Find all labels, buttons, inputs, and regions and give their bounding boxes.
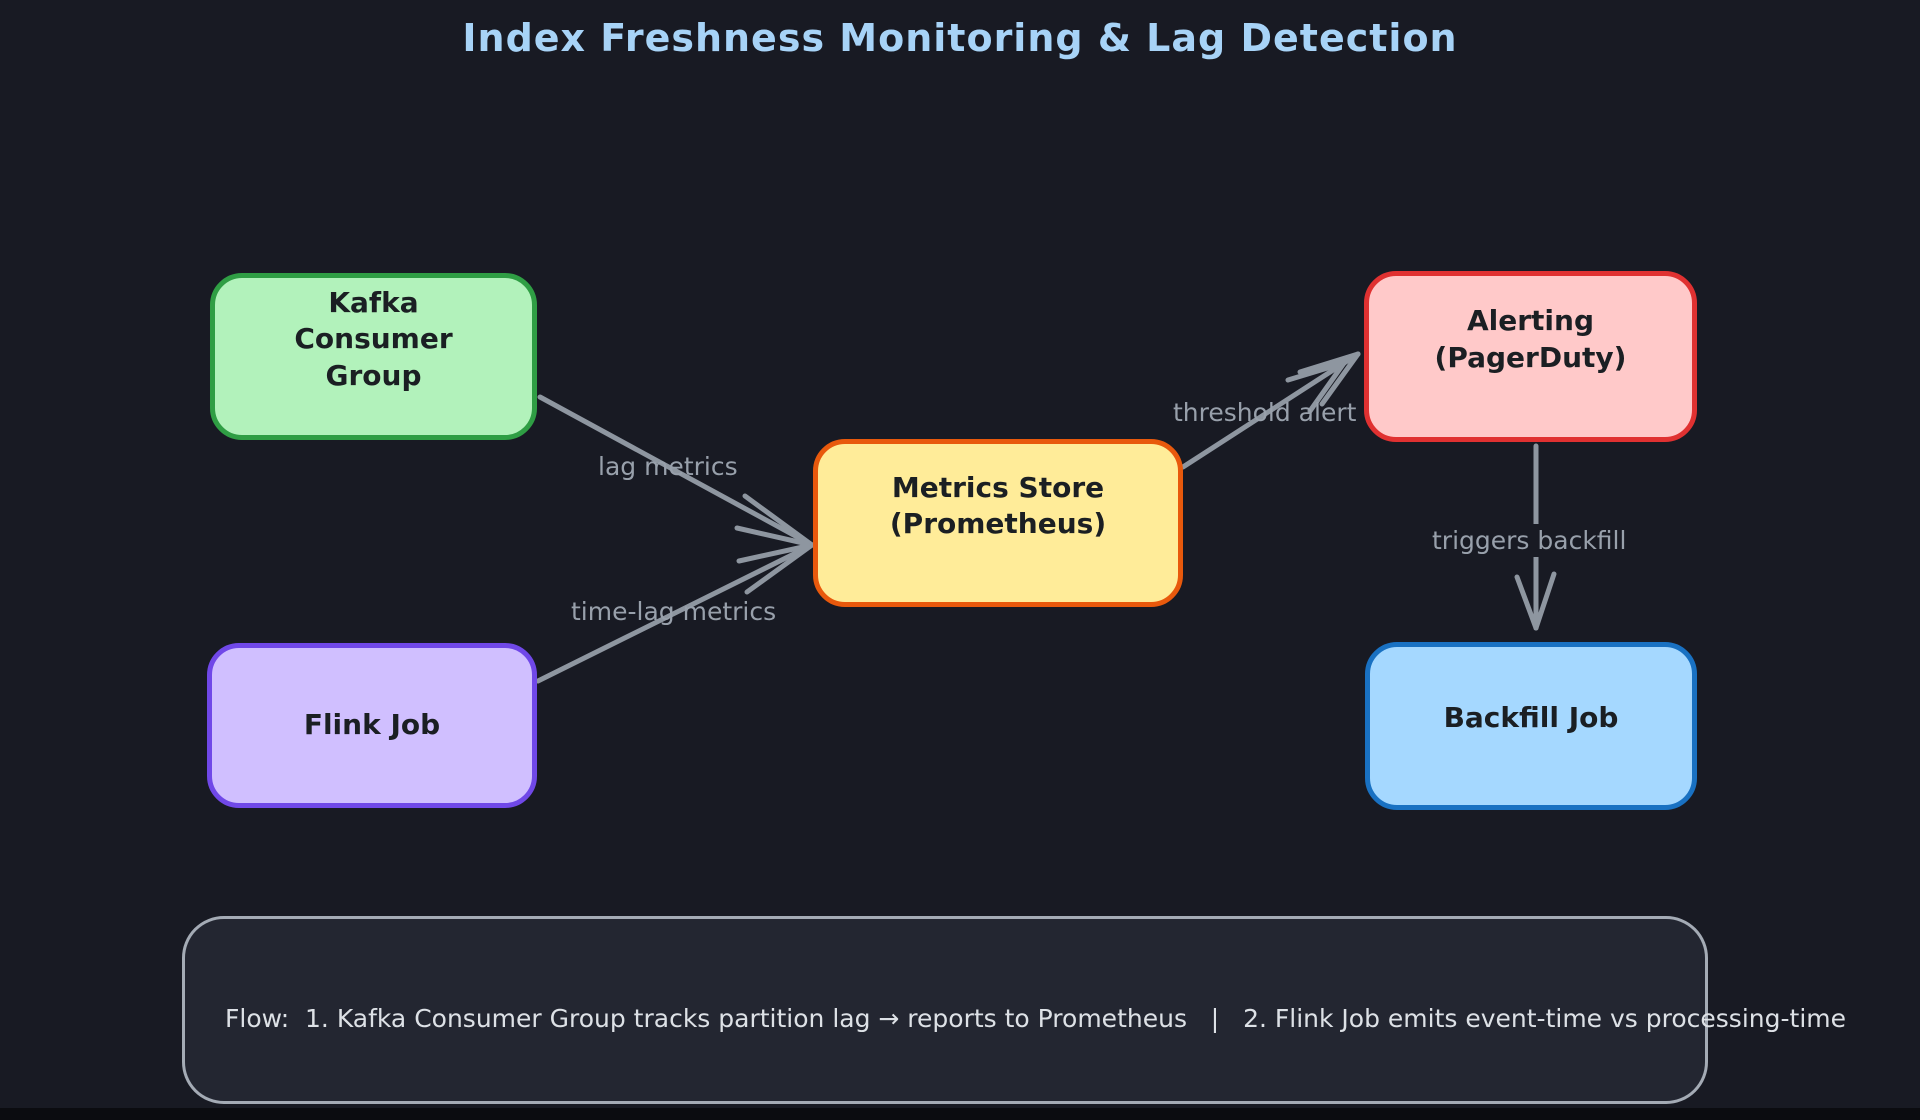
node-label: Flink Job [303, 708, 441, 742]
node-label: Backfill Job [1443, 700, 1619, 734]
node-alerting-pagerduty[interactable]: Alerting (PagerDuty) [1364, 271, 1697, 442]
edge-label-triggers-backfill[interactable]: triggers backfill [1428, 524, 1631, 557]
edge-label-threshold-alert[interactable]: threshold alert [1173, 398, 1357, 427]
node-label: Kafka Consumer Group [294, 285, 453, 392]
flow-summary-text: Flow: 1. Kafka Consumer Group tracks par… [225, 934, 1846, 1120]
arrow-kafka-to-metrics[interactable] [537, 394, 815, 548]
flow-summary-box[interactable] [182, 916, 1708, 1104]
edge-label-lag-metrics[interactable]: lag metrics [598, 452, 738, 481]
arrow-metrics-to-alerting[interactable] [1180, 351, 1361, 470]
node-backfill-job[interactable]: Backfill Job [1365, 642, 1697, 810]
arrow-flink-to-metrics[interactable] [535, 542, 815, 684]
node-label: Alerting (PagerDuty) [1434, 304, 1627, 374]
node-flink-job[interactable]: Flink Job [207, 643, 537, 808]
node-label: Metrics Store (Prometheus) [889, 470, 1107, 540]
diagram-title[interactable]: Index Freshness Monitoring & Lag Detecti… [462, 16, 1458, 60]
node-metrics-store-prometheus[interactable]: Metrics Store (Prometheus) [813, 439, 1183, 607]
edge-label-time-lag-metrics[interactable]: time-lag metrics [571, 597, 777, 626]
flow-summary-line-1: Flow: 1. Kafka Consumer Group tracks par… [225, 1004, 1846, 1033]
bottom-edge-bar [0, 1108, 1920, 1120]
node-kafka-consumer-group[interactable]: Kafka Consumer Group [210, 273, 537, 440]
